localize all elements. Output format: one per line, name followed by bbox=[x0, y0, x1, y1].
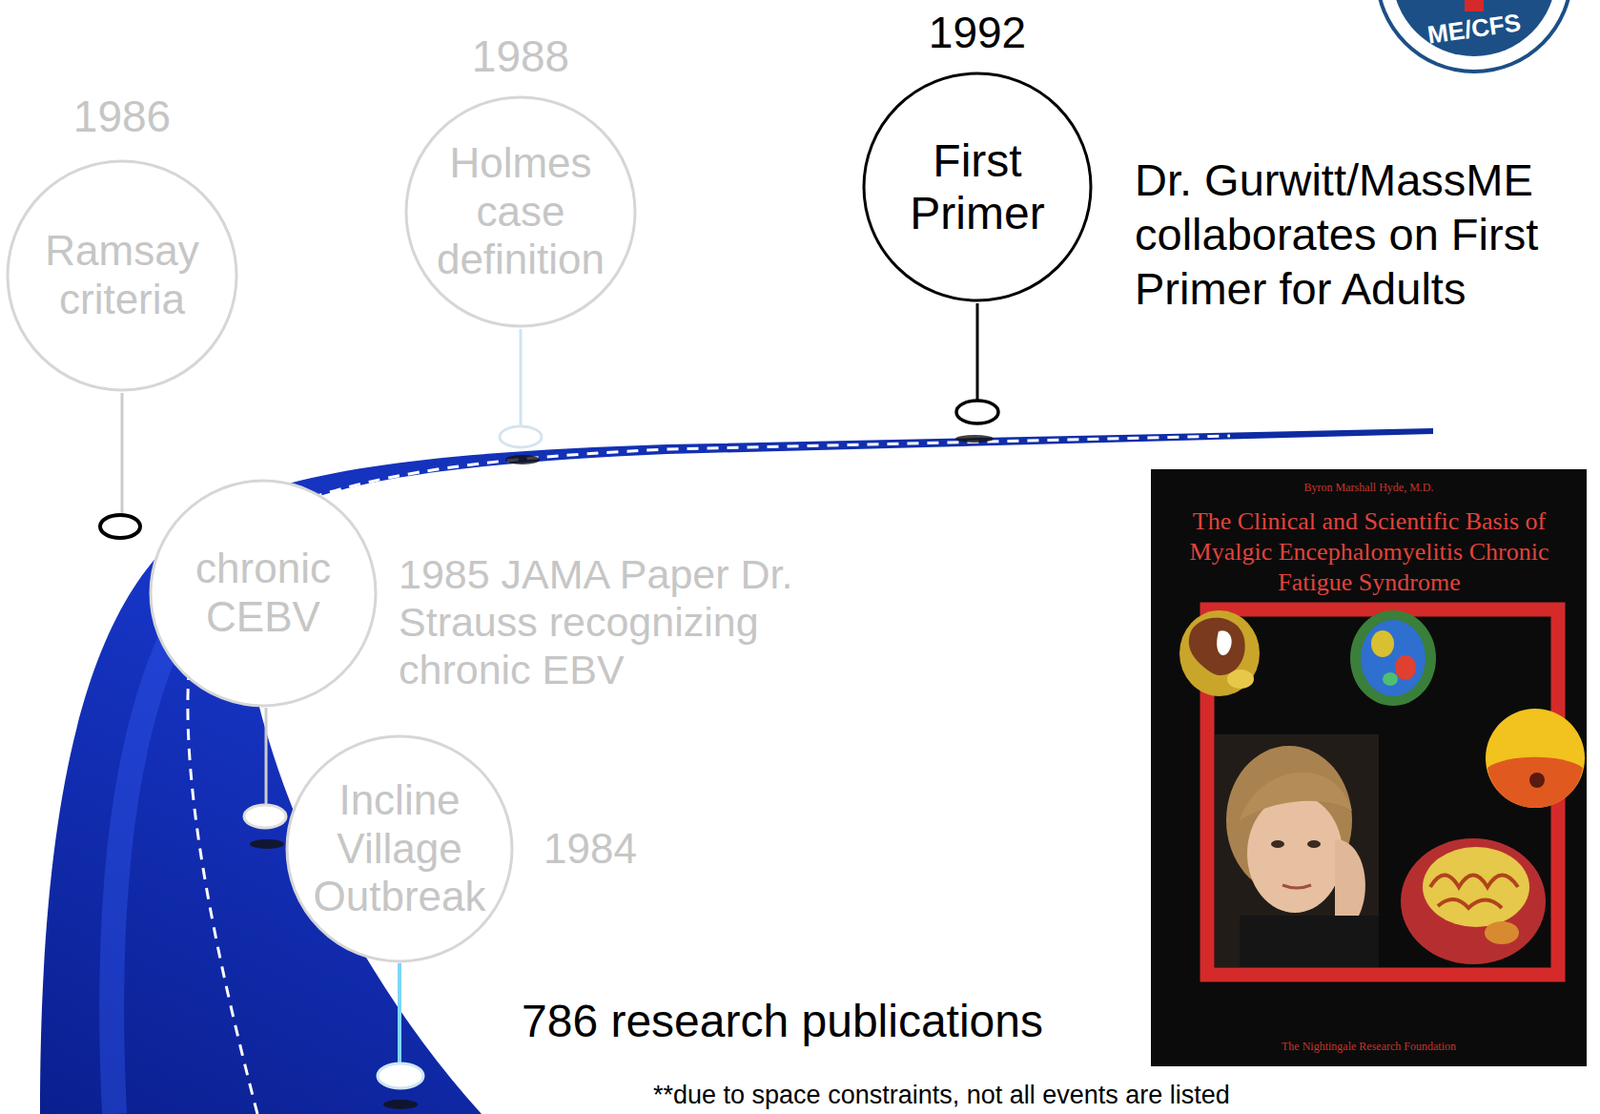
event-name: Ramsay criteria bbox=[26, 226, 218, 324]
brain-scan bbox=[1371, 630, 1395, 657]
event-circle: Holmes case definition bbox=[404, 95, 637, 329]
leader-line bbox=[397, 963, 402, 1064]
brain-scan bbox=[1360, 619, 1426, 697]
brain-map bbox=[1487, 757, 1583, 808]
brain-scan bbox=[1382, 672, 1398, 686]
child-photo bbox=[1214, 734, 1379, 967]
circle-shape bbox=[7, 161, 237, 390]
head-outline bbox=[1400, 838, 1546, 965]
circle-shape bbox=[406, 97, 636, 327]
circle-shape bbox=[150, 480, 376, 706]
brain-scan bbox=[1179, 610, 1260, 697]
child-hand bbox=[1334, 839, 1366, 916]
event-circle: Ramsay criteria bbox=[5, 159, 239, 392]
timeline-marker bbox=[244, 804, 287, 828]
child-eye bbox=[1271, 840, 1285, 848]
circle-shape bbox=[863, 73, 1091, 301]
event-year: 1988 bbox=[471, 32, 570, 81]
brain-scan bbox=[1394, 655, 1416, 680]
brain-scan bbox=[1350, 610, 1436, 706]
brain-gyri bbox=[1430, 875, 1518, 888]
marker-shadow bbox=[955, 434, 994, 443]
leader-line bbox=[121, 392, 124, 515]
publication-count: 786 research publications bbox=[521, 994, 1044, 1048]
event-name: Incline Village Outbreak bbox=[306, 776, 493, 922]
event-circle: chronic CEBV bbox=[148, 478, 378, 708]
leader-line bbox=[976, 303, 980, 401]
timeline-marker bbox=[100, 514, 141, 538]
event-name: chronic CEBV bbox=[169, 544, 357, 641]
cerebellum bbox=[1484, 921, 1519, 944]
event-year: 1992 bbox=[928, 8, 1026, 57]
brain-map bbox=[1485, 708, 1585, 808]
child-face bbox=[1247, 794, 1343, 913]
leader-line bbox=[519, 328, 523, 427]
timeline-event: 1992First Primer bbox=[861, 8, 1093, 303]
marker-shadow bbox=[383, 1099, 418, 1109]
leader-line bbox=[265, 707, 268, 806]
book-author: Byron Marshall Hyde, M.D. bbox=[1150, 479, 1587, 495]
timeline-event: chronic CEBV 1985 JAMA Paper Dr. Strauss … bbox=[148, 478, 819, 708]
child-fringe bbox=[1239, 772, 1353, 821]
child-eye bbox=[1307, 840, 1321, 848]
child-shirt bbox=[1239, 915, 1379, 967]
logo-band bbox=[1378, 0, 1570, 70]
marker-shadow bbox=[505, 454, 540, 465]
brain-gyri bbox=[1437, 899, 1502, 908]
logo-emblem bbox=[1464, 0, 1484, 12]
timeline-marker bbox=[956, 400, 999, 424]
event-name: Holmes case definition bbox=[425, 139, 616, 285]
logo-disc bbox=[1392, 0, 1557, 57]
timeline-event: 1988Holmes case definition bbox=[404, 32, 637, 329]
brain-sagittal bbox=[1422, 846, 1530, 927]
event-note: 1984 bbox=[543, 823, 735, 873]
event-note: 1985 JAMA Paper Dr. Strauss recognizing … bbox=[398, 550, 819, 695]
circle-outline bbox=[861, 71, 1093, 303]
brain-scan bbox=[1189, 617, 1246, 676]
child-mouth bbox=[1282, 884, 1312, 888]
event-circle: First Primer bbox=[861, 71, 1093, 303]
event-circle: Incline Village Outbreak bbox=[285, 734, 514, 964]
marker-shadow bbox=[249, 839, 285, 849]
brain-map bbox=[1529, 772, 1545, 788]
book-title: The Clinical and Scientific Basis of Mya… bbox=[1159, 506, 1580, 598]
timeline-event: 1986Ramsay criteria bbox=[5, 92, 239, 392]
event-year: 1986 bbox=[73, 92, 171, 141]
annotation-text: Dr. Gurwitt/MassME collaborates on First… bbox=[1134, 152, 1583, 316]
logo-ring bbox=[1374, 0, 1574, 74]
circle-shape bbox=[287, 736, 513, 962]
brain-scan bbox=[1227, 669, 1254, 689]
timeline-marker bbox=[377, 1063, 424, 1088]
footnote: **due to space constraints, not all even… bbox=[653, 1080, 1231, 1109]
event-name: First Primer bbox=[882, 134, 1072, 240]
book-cover bbox=[1150, 469, 1587, 1067]
timeline-marker bbox=[499, 426, 542, 448]
brain-scan bbox=[1216, 630, 1231, 656]
timeline-event: Incline Village Outbreak 1984 bbox=[285, 734, 735, 964]
book-publisher: The Nightingale Research Foundation bbox=[1150, 1038, 1587, 1054]
